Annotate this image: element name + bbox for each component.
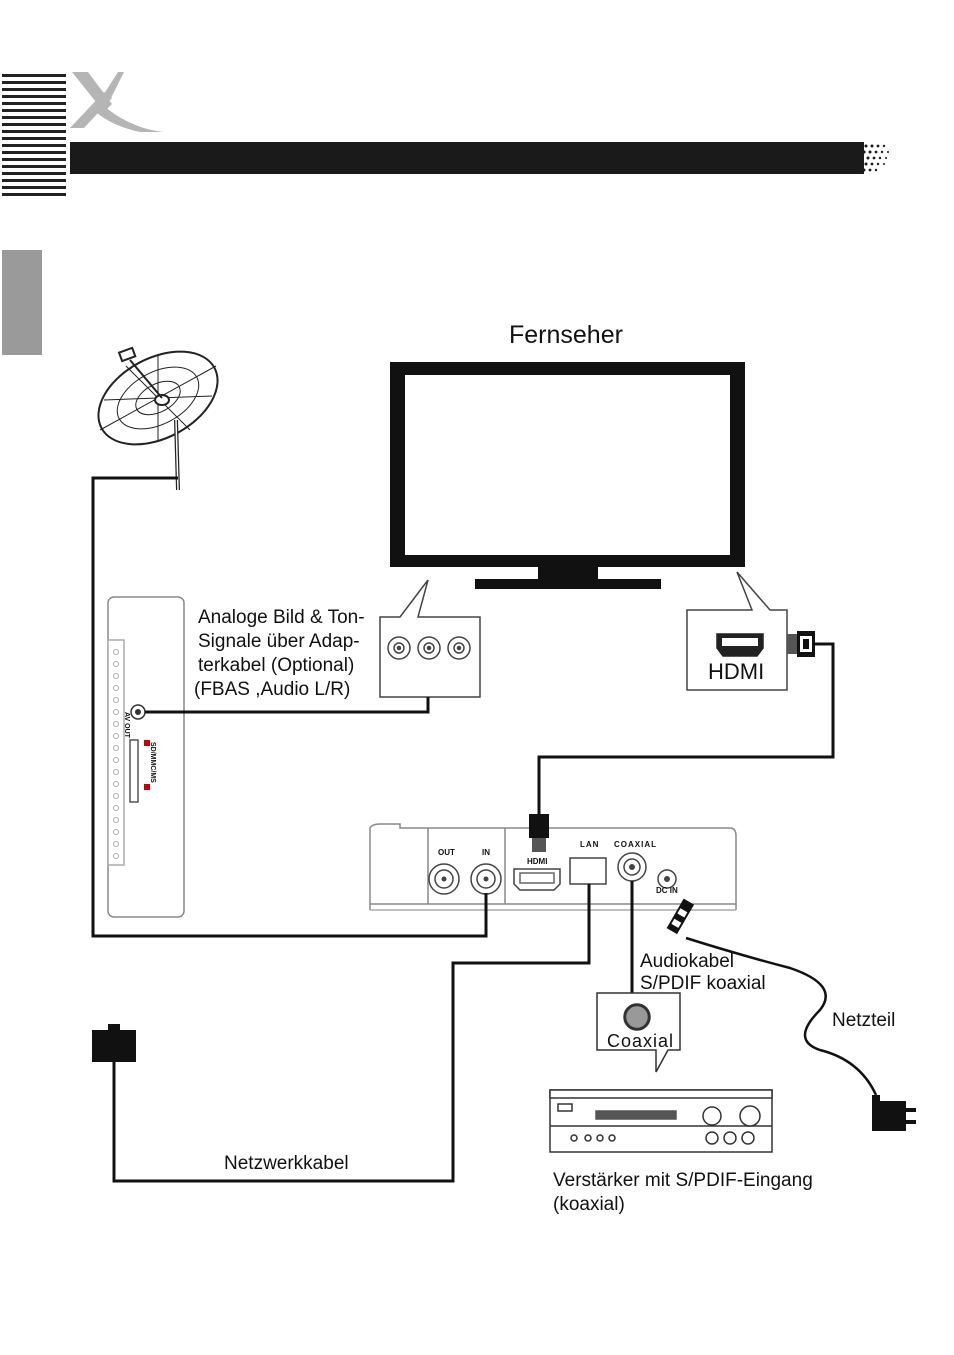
striped-corner-block	[2, 72, 66, 200]
network-label: Netzwerkkabel	[224, 1153, 349, 1174]
analog-label-line-4: (FBAS ,Audio L/R)	[194, 679, 351, 700]
header-bar	[70, 142, 864, 174]
receiver-front-panel	[107, 596, 185, 918]
tv	[390, 362, 745, 589]
hdmi-cable	[537, 642, 835, 814]
av-out-label: AV OUT	[123, 712, 130, 738]
audio-cable-label: Audiokabel S/PDIF koaxial	[640, 950, 766, 998]
hdmi-plug-tv	[787, 631, 815, 657]
coaxial-callout	[596, 992, 681, 1073]
av-cable	[145, 697, 430, 714]
analog-label-line-3: terkabel (Optional)	[198, 655, 355, 676]
amplifier	[549, 1089, 773, 1153]
port-in-label: IN	[482, 848, 490, 857]
receiver-back-panel	[369, 823, 737, 911]
amplifier-label-line-1: Verstärker mit S/PDIF-Eingang	[553, 1170, 813, 1191]
port-hdmi-label: HDMI	[527, 857, 548, 866]
satellite-dish	[97, 346, 219, 491]
card-slot-label: SD/MMC/MS	[149, 742, 156, 783]
tv-label: Fernseher	[509, 321, 623, 349]
dc-plug	[666, 898, 695, 935]
hdmi-plug-receiver	[529, 814, 549, 852]
lan-cable	[112, 884, 591, 1183]
port-lan-label: LAN	[580, 840, 600, 849]
port-coaxial-label: COAXIAL	[614, 840, 657, 849]
power-adapter	[872, 1095, 916, 1131]
network-box	[92, 1024, 136, 1062]
port-dcin-label: DC IN	[656, 886, 678, 895]
coaxial-callout-label: Coaxial	[607, 1031, 675, 1051]
cables	[91, 476, 878, 1183]
audio-cable-line-2: S/PDIF koaxial	[640, 973, 766, 994]
power-label: Netzteil	[832, 1010, 896, 1031]
header-graphics	[2, 72, 889, 355]
audio-cable-line-1: Audiokabel	[640, 951, 735, 972]
hdmi-box-label: HDMI	[708, 659, 765, 684]
x-logo	[70, 72, 163, 132]
analog-callout	[379, 579, 481, 698]
port-out-label: OUT	[438, 848, 455, 857]
analog-label-line-2: Signale über Adap-	[198, 631, 360, 652]
analog-label: Analoge Bild & Ton- Signale über Adap- t…	[194, 606, 365, 702]
hdmi-callout	[686, 571, 788, 691]
dish-cable	[91, 476, 488, 938]
analog-label-line-1: Analoge Bild & Ton-	[198, 607, 365, 628]
header-bar-dots	[856, 144, 889, 172]
amplifier-label: Verstärker mit S/PDIF-Eingang (koaxial)	[553, 1169, 813, 1217]
power-cable	[685, 936, 878, 1096]
side-tab	[2, 250, 42, 355]
amplifier-label-line-2: (koaxial)	[553, 1194, 625, 1215]
